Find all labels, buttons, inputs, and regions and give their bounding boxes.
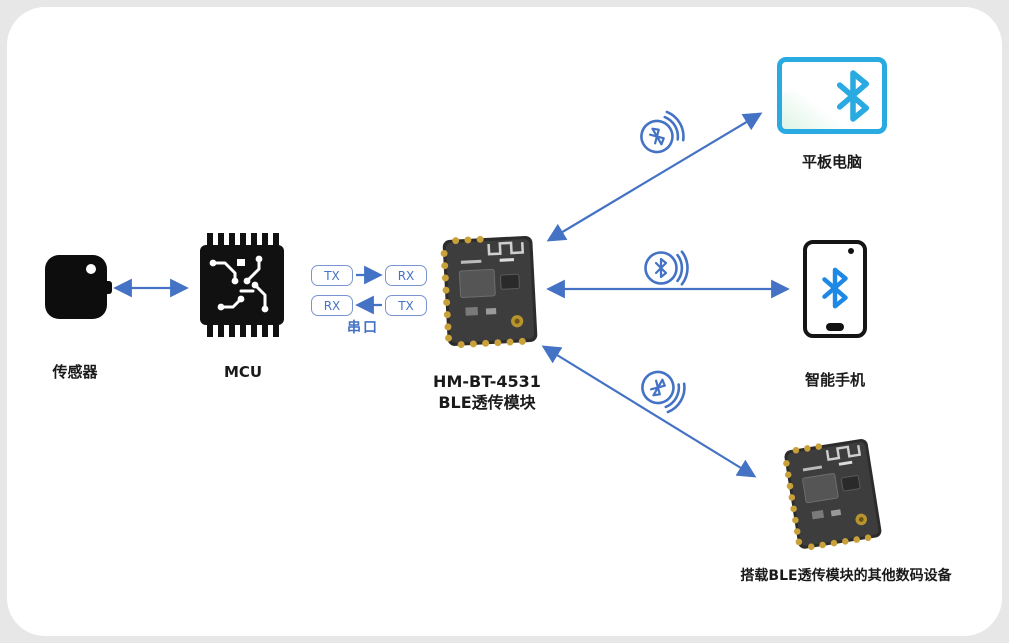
smartphone-icon: [803, 240, 867, 338]
phone-camera-dot: [848, 248, 854, 254]
phone-label: 智能手机: [804, 371, 865, 389]
module-name-label: HM-BT-4531: [433, 372, 541, 391]
tablet-icon: [777, 57, 887, 134]
module-desc-label: BLE透传模块: [438, 393, 536, 412]
tablet-label: 平板电脑: [801, 153, 862, 171]
serial-tx-box-left: TX: [311, 265, 353, 286]
sensor-label: 传感器: [52, 363, 98, 381]
phone-home-button: [826, 323, 844, 331]
bluetooth-signal-icon-middle: [642, 246, 694, 290]
bluetooth-logo-icon: [836, 70, 870, 122]
other-device-label: 搭载BLE透传模块的其他数码设备: [740, 568, 952, 584]
serial-rx-box-left: RX: [311, 295, 353, 316]
bluetooth-logo-icon: [822, 267, 848, 309]
arrow-module-tablet: [546, 112, 763, 242]
other-ble-module-icon: [783, 439, 882, 551]
mcu-label: MCU: [223, 363, 263, 381]
serial-rx-box-right: RX: [385, 265, 427, 286]
ble-module-icon: [440, 235, 538, 349]
sensor-icon: [45, 255, 112, 319]
serial-tx-box-right: TX: [385, 295, 427, 316]
mcu-chip-icon: [200, 233, 284, 337]
serial-port-label: 串口: [347, 320, 379, 336]
bluetooth-signal-icon-top: [629, 101, 696, 165]
arrow-module-other: [541, 345, 757, 478]
bluetooth-signal-icon-bottom: [630, 359, 697, 423]
